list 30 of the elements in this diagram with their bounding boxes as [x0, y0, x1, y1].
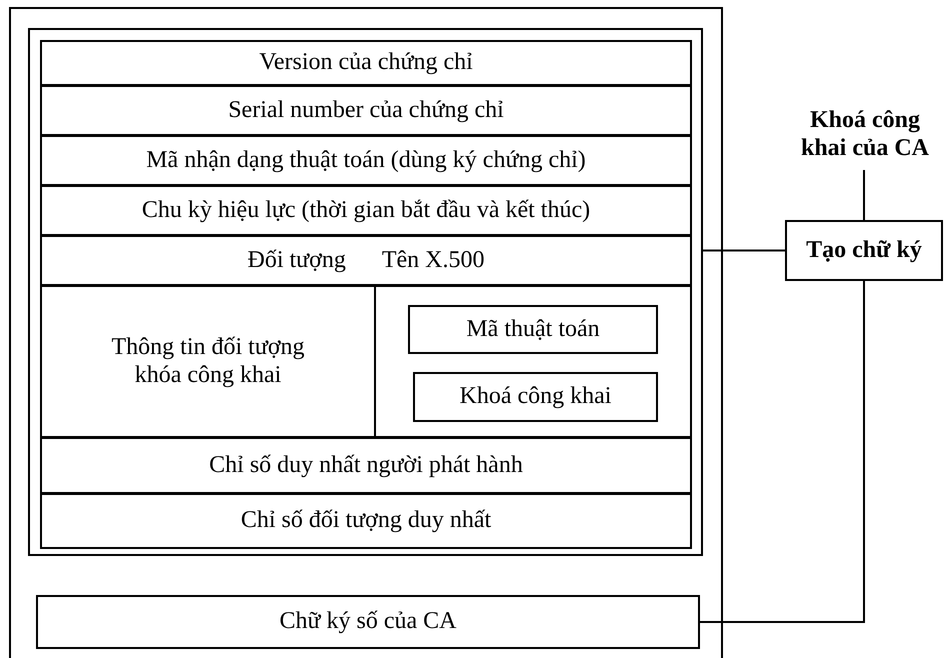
field-box: [40, 235, 692, 286]
field-label: Chu kỳ hiệu lực (thời gian bắt đầu và kết thúc): [142, 196, 590, 224]
connector-line: [863, 170, 865, 220]
field-box: [413, 372, 658, 422]
field-label: Mã thuật toán: [466, 316, 600, 344]
field-label: Đối tượng: [247, 246, 346, 274]
field-box: [40, 85, 692, 136]
process-box: [785, 220, 943, 281]
field-label: Mã nhận dạng thuật toán (dùng ký chứng chỉ): [146, 146, 586, 174]
field-box: [40, 437, 692, 494]
frame-box: [9, 7, 723, 658]
field-label: Version của chứng chỉ: [259, 49, 473, 77]
field-label: Khoá công khai: [460, 383, 612, 411]
field-box: [408, 305, 658, 354]
field-label: Serial number của chứng chỉ: [228, 96, 504, 124]
field-box: [36, 595, 700, 649]
field-box: [40, 135, 692, 186]
field-box: [40, 185, 692, 236]
field-label: Tên X.500: [382, 246, 485, 274]
field-label: Chỉ số đối tượng duy nhất: [240, 507, 492, 535]
field-box: [40, 493, 692, 549]
connector-line: [703, 250, 785, 252]
field-box: [40, 40, 692, 86]
field-label: Chỉ số duy nhất người phát hành: [209, 452, 523, 480]
connector-line: [700, 281, 865, 623]
field-label: Chữ ký số của CA: [280, 608, 456, 636]
frame-box: [28, 28, 703, 556]
box-label: Tạo chữ ký: [806, 236, 922, 264]
field-box: [40, 285, 692, 438]
key-label: Khoá công khai của CA: [800, 107, 930, 163]
